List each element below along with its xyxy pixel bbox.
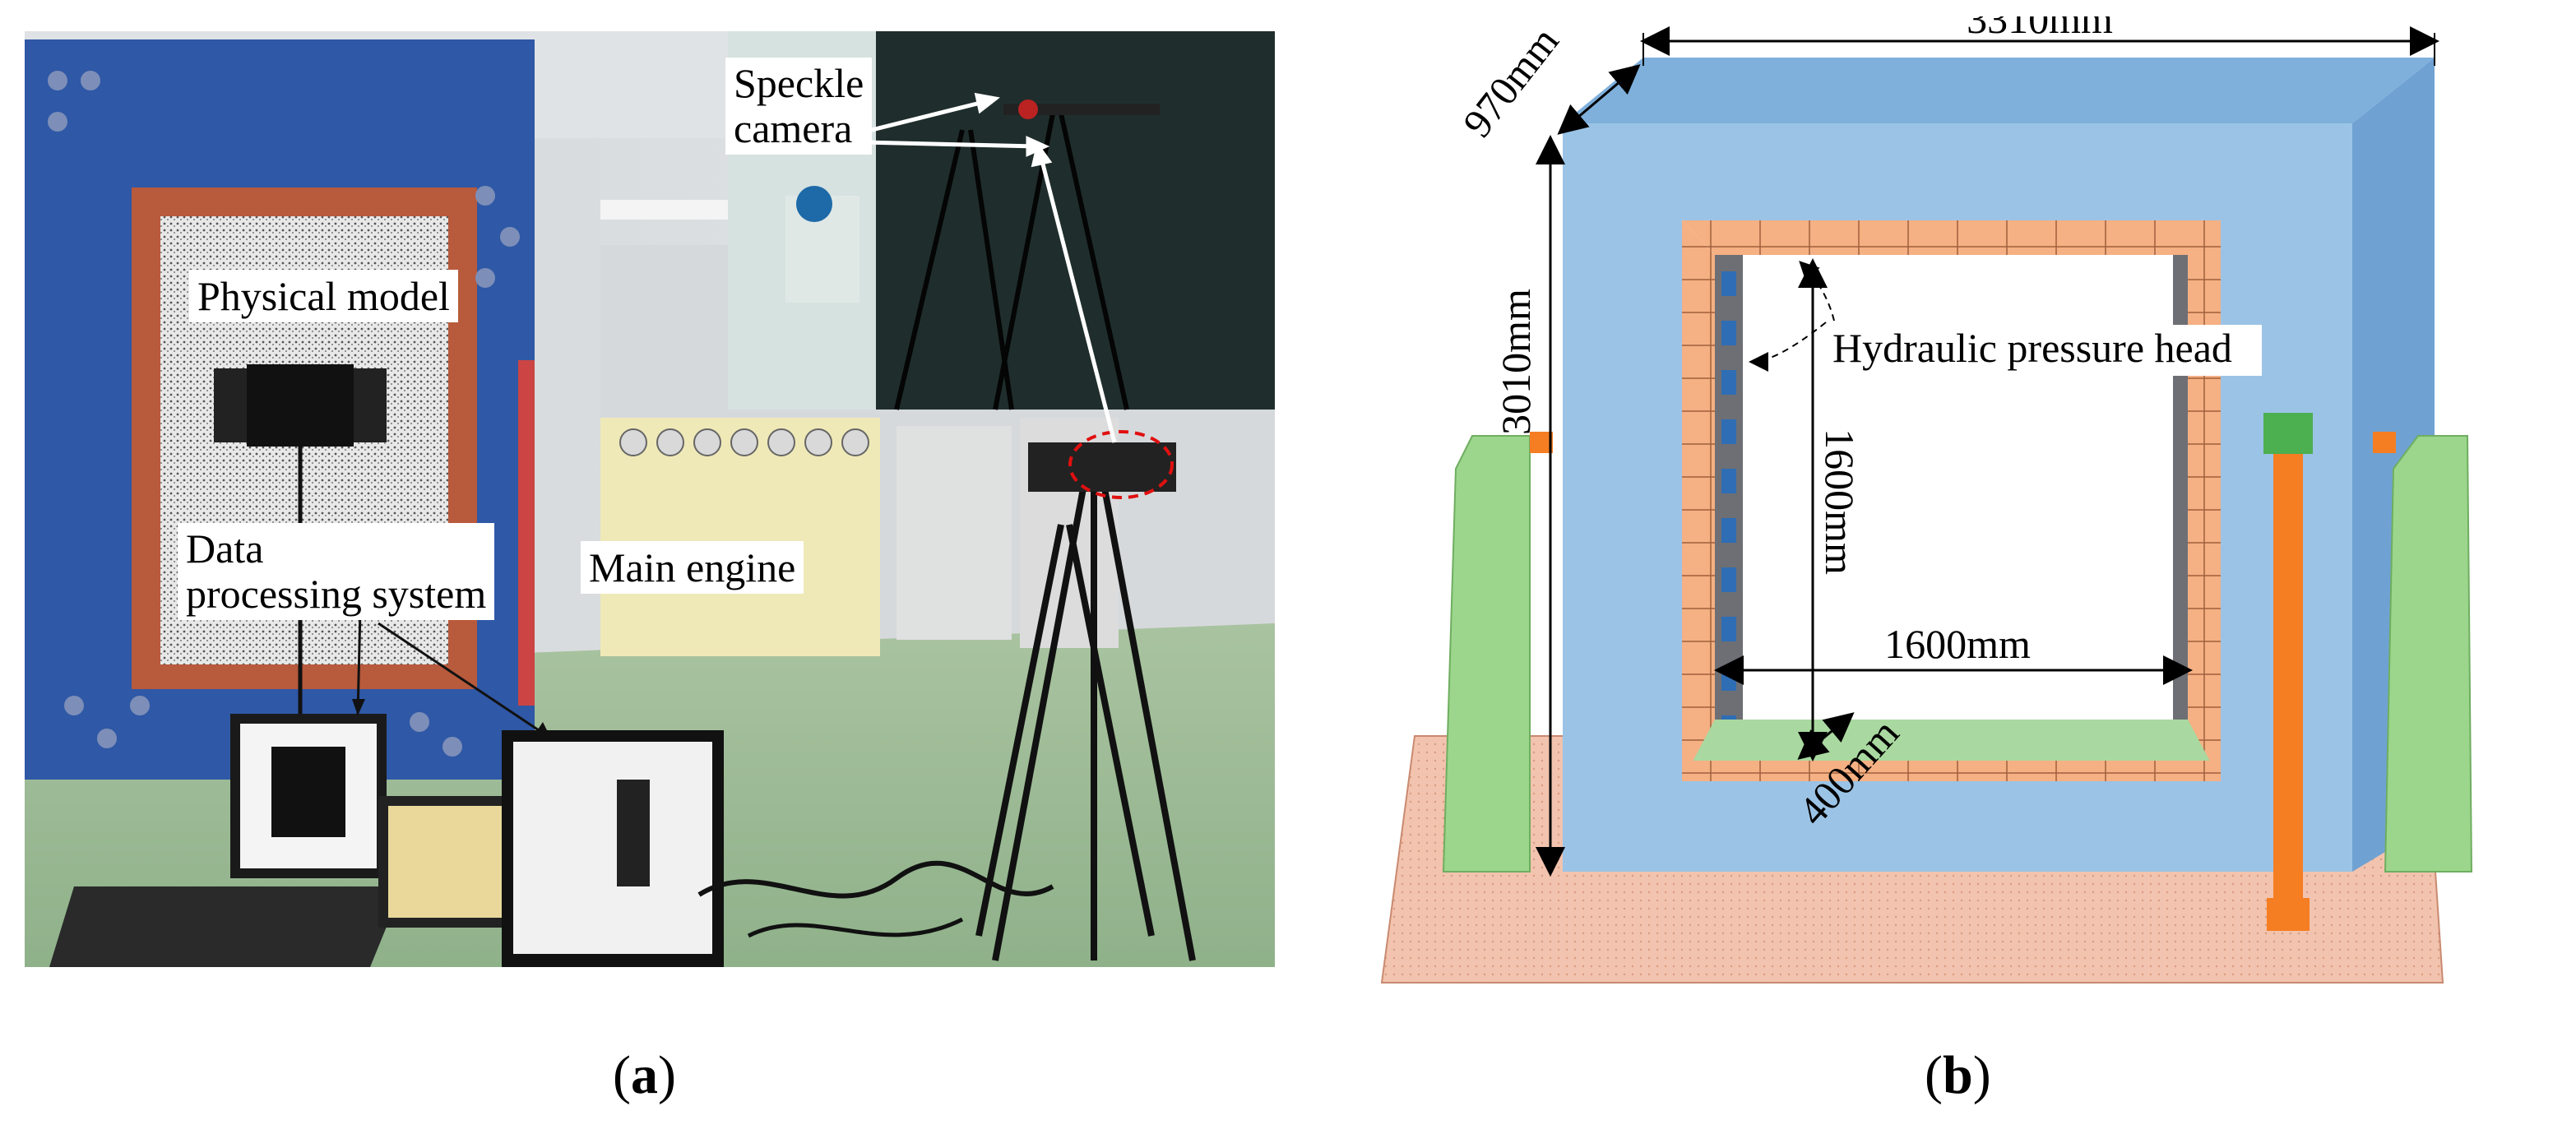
caption-b: (b) [1925,1044,1991,1107]
hydraulic-pressure-head-label: Hydraulic pressure head [1832,325,2232,371]
hydraulic-label-box [1826,325,2262,376]
label-speckle-camera: Speckle camera [725,58,873,155]
dim-line-400 [1797,712,1855,760]
left-hydraulic-bricks [1682,220,1715,781]
camera-tripods [975,474,1196,961]
label-main-engine: Main engine [581,541,804,594]
lab-photo-illustration [25,31,1275,967]
caption-b-open: ( [1925,1045,1943,1105]
caption-a: (a) [613,1044,676,1107]
loading-frame-diagram: 3310mm 970mm 3010mm 1600mm 1600mm 400mm … [1380,0,2473,984]
left-support [1442,435,1531,872]
right-hydraulic-bricks [2188,220,2221,781]
dim-3310: 3310mm [1967,16,2113,42]
leader-left [1749,322,1827,372]
column-cap [2263,413,2313,454]
dim-1600-vertical: 1600mm [1817,428,1863,575]
callout-arrows [855,92,1117,443]
main-engine-console [600,418,880,656]
dim-line-970 [1557,64,1641,135]
dim-1600-horizontal: 1600mm [1884,621,2031,667]
right-support [2384,435,2473,872]
caption-b-close: ) [1972,1045,1991,1105]
stage-light [247,364,354,447]
label-speckle-line1: Speckle [734,60,864,106]
data-processing-laptops [49,540,724,967]
caption-b-letter: b [1942,1045,1973,1105]
label-data-processing-system: Data processing system [178,523,495,620]
label-data-line2: processing system [186,571,487,617]
frame-opening [1682,220,2221,781]
caption-a-letter: a [630,1045,658,1105]
panel-a-photo: Speckle camera Physical model Data proce… [25,31,1275,967]
orange-column [2273,454,2303,898]
dim-970: 970mm [1454,18,1568,146]
panel-b-schematic: 3310mm 970mm 3010mm 1600mm 1600mm 400mm … [1365,0,2550,995]
top-hydraulic-bricks [1682,220,2221,255]
dim-3010: 3010mm [1493,289,1539,435]
label-physical-model: Physical model [189,270,458,322]
label-speckle-line2: camera [734,105,853,151]
caption-a-open: ( [613,1045,631,1105]
label-data-line1: Data [186,525,264,572]
leader-top [1799,261,1835,322]
caption-a-close: ) [657,1045,676,1105]
frame-top-face [1563,58,2435,123]
rig-bolts [48,71,520,757]
camera-highlight-ellipse [1068,430,1174,499]
